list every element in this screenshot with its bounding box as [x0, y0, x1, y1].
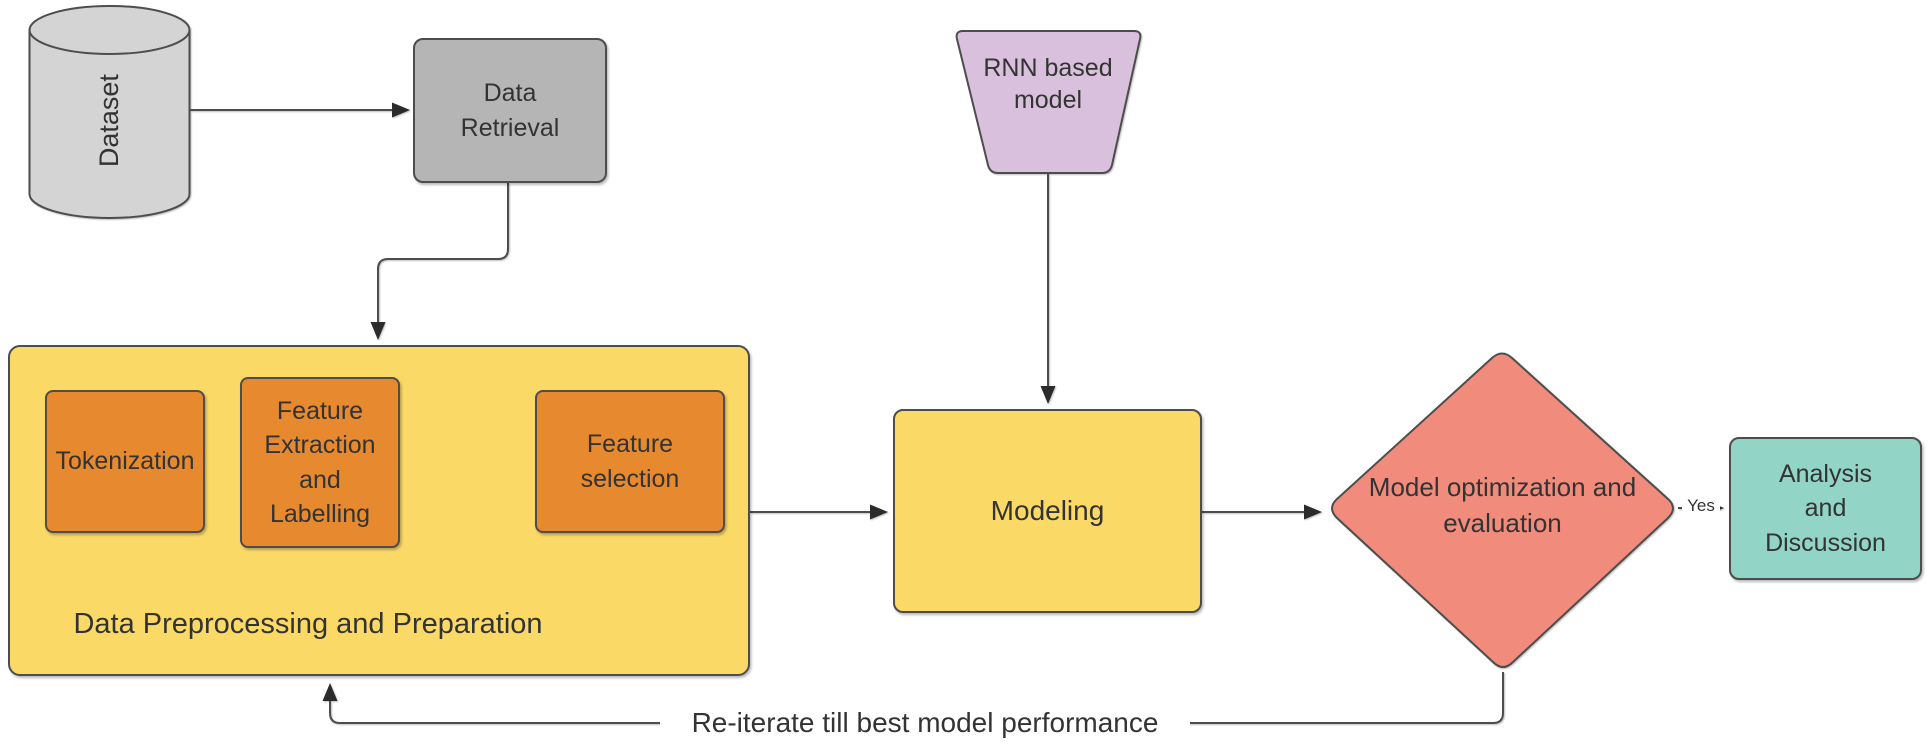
feature-extraction-label: Feature Extraction and Labelling: [264, 396, 376, 529]
reiterate-edge-label: Re-iterate till best model performance: [660, 706, 1190, 740]
optimization-label: Model optimization and evaluation: [1368, 472, 1637, 538]
tokenization-label: Tokenization: [55, 447, 195, 476]
analysis-label: Analysis and Discussion: [1765, 459, 1886, 557]
dataset-node: Dataset: [29, 6, 190, 218]
feature-selection-label: Feature selection: [580, 430, 680, 493]
cylinder-body: [28, 30, 191, 219]
yes-edge-label: Yes: [1682, 494, 1720, 518]
cylinder-top: [28, 5, 191, 55]
data-retrieval-node: Data Retrieval: [413, 38, 607, 183]
analysis-node: Analysis and Discussion: [1729, 437, 1922, 580]
data-retrieval-label: Data Retrieval: [460, 79, 560, 142]
modeling-label: Modeling: [990, 494, 1105, 526]
preprocessing-label: Data Preprocessing and Preparation: [73, 608, 543, 640]
tokenization-node: Tokenization: [45, 390, 205, 533]
dataset-cylinder-shape: [28, 5, 191, 219]
edge-retrieval-to-preprocessing: [370, 183, 509, 340]
optimization-diamond-shape: [1331, 352, 1674, 668]
feature-selection-node: Feature selection: [535, 390, 725, 533]
dataset-label: Dataset: [93, 74, 124, 168]
rnn-trapezoid-shape: [955, 30, 1142, 174]
feature-extraction-node: Feature Extraction and Labelling: [240, 377, 400, 548]
rnn-model-label: RNN based model: [983, 54, 1113, 114]
modeling-node: Modeling: [893, 409, 1202, 613]
